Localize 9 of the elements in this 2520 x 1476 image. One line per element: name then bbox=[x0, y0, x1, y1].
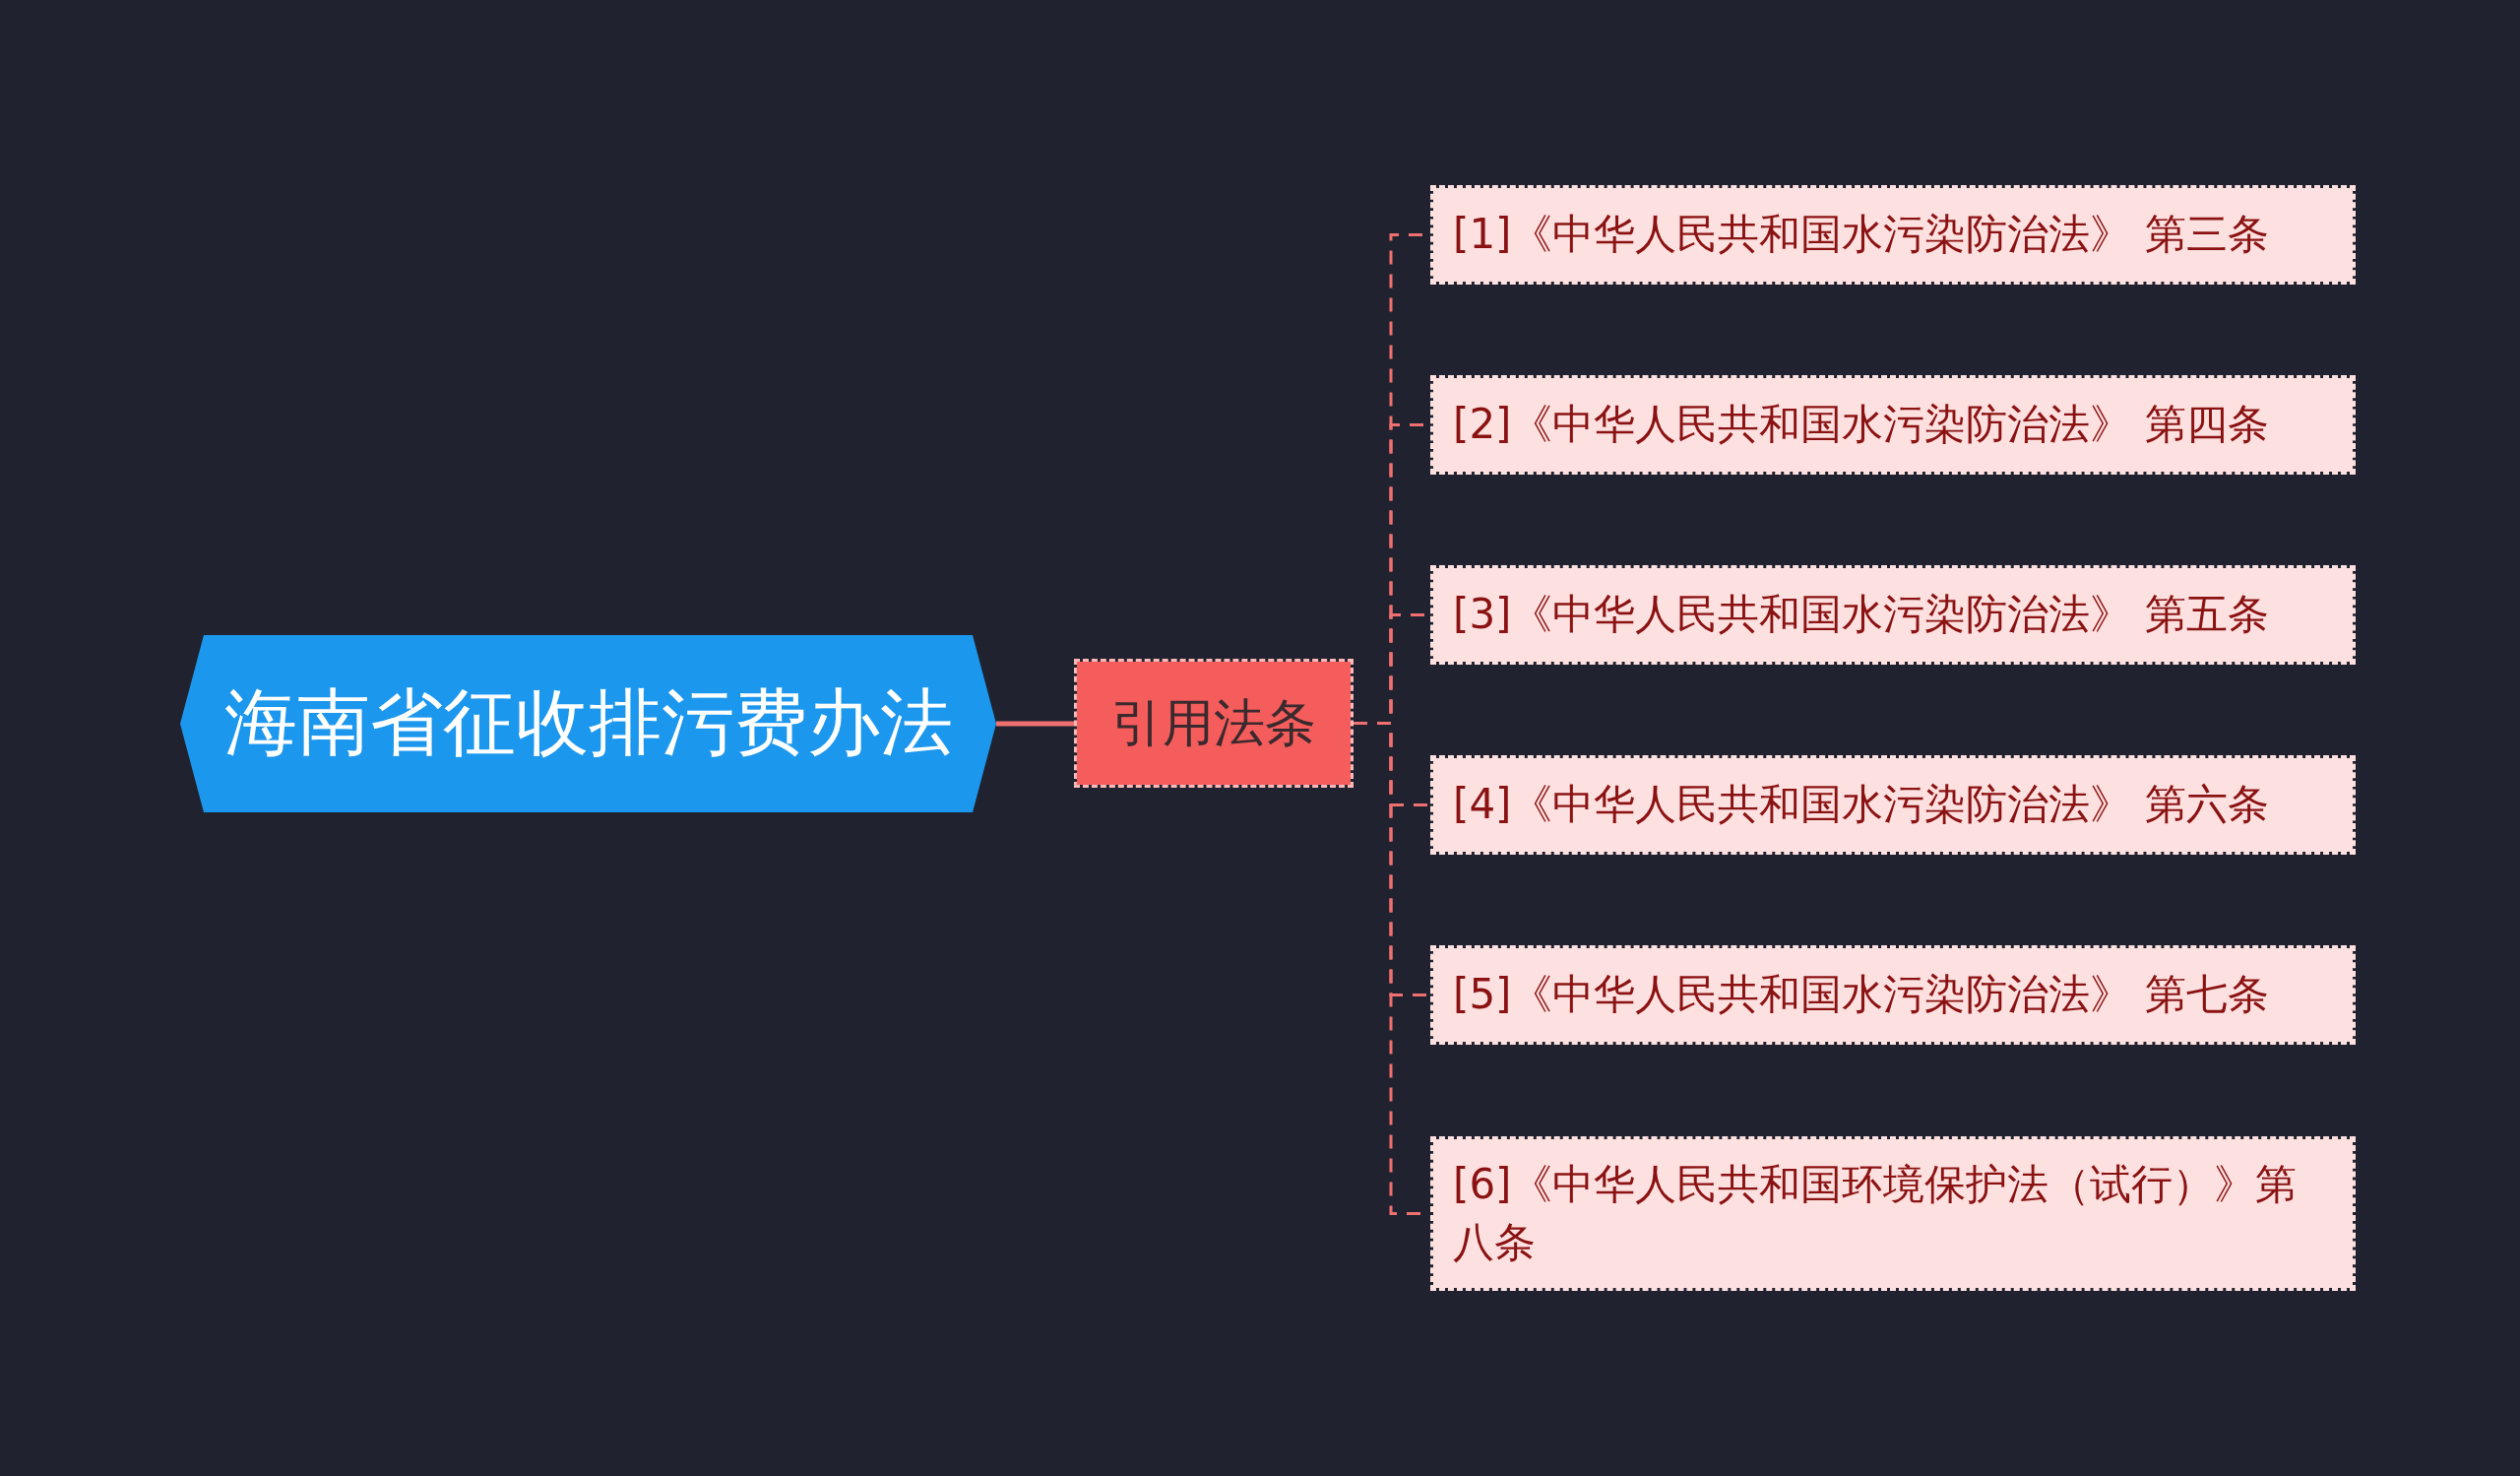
root-topic: 海南省征收排污费办法 bbox=[180, 635, 996, 812]
citation-box: [3]《中华人民共和国水污染防治法》 第五条 bbox=[1430, 565, 2356, 665]
connector-line bbox=[996, 721, 1074, 727]
subtopic-box: 引用法条 bbox=[1074, 659, 1354, 788]
citation-box: [5]《中华人民共和国水污染防治法》 第七条 bbox=[1430, 945, 2356, 1045]
citation-box: [1]《中华人民共和国水污染防治法》 第三条 bbox=[1430, 185, 2356, 285]
citation-box: [6]《中华人民共和国环境保护法（试行）》第八条 bbox=[1430, 1136, 2356, 1291]
citation-box: [4]《中华人民共和国水污染防治法》 第六条 bbox=[1430, 755, 2356, 855]
citation-box: [2]《中华人民共和国水污染防治法》 第四条 bbox=[1430, 375, 2356, 475]
